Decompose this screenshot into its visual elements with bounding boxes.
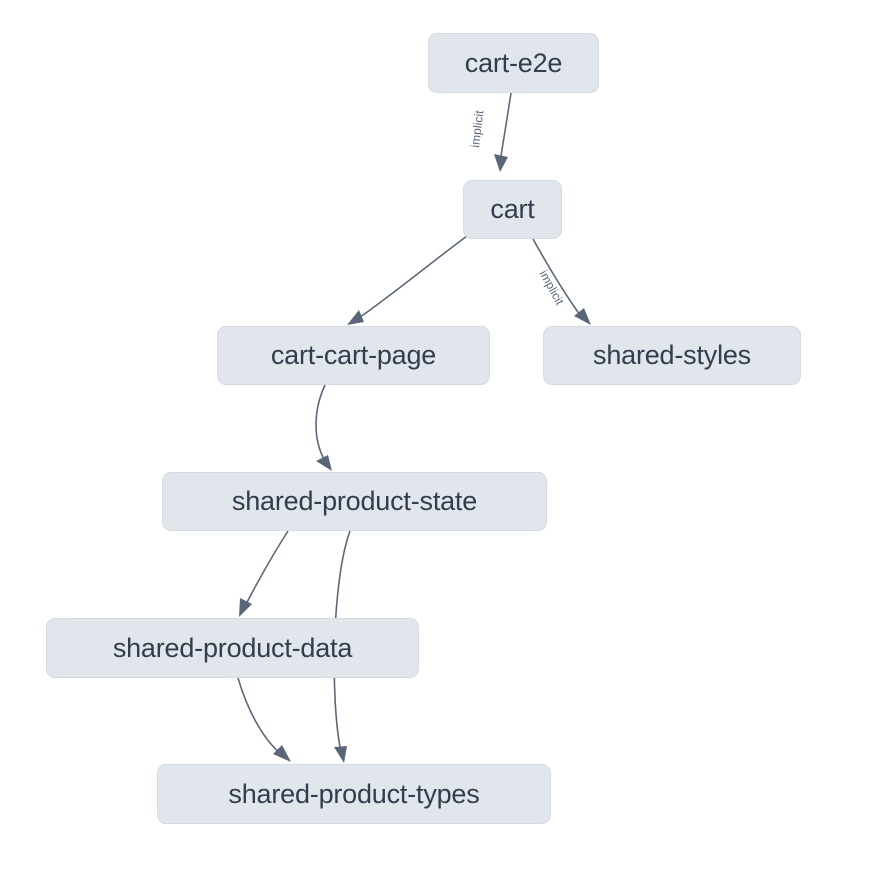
arrowhead-icon — [316, 455, 332, 471]
edge-cart-e2e-to-cart: implicit — [468, 92, 512, 172]
arrowhead-icon — [334, 746, 347, 763]
node-label: cart-cart-page — [270, 340, 437, 370]
node-label: shared-styles — [593, 340, 751, 370]
node-label: shared-product-data — [112, 632, 353, 663]
node-cart[interactable]: cart — [463, 180, 562, 239]
edge-shared-product-data-to-shared-product-types — [237, 677, 291, 762]
node-label: shared-product-types — [228, 778, 480, 809]
node-cart-e2e[interactable]: cart-e2e — [428, 33, 599, 93]
edge-cart-to-shared-styles: implicit — [532, 238, 591, 325]
arrowhead-icon — [347, 310, 364, 325]
node-shared-product-types[interactable]: shared-product-types — [157, 764, 551, 824]
edge-cart-to-cart-cart-page — [347, 235, 468, 325]
edge-cart-cart-page-to-shared-product-state — [315, 384, 332, 471]
node-shared-product-state[interactable]: shared-product-state — [162, 472, 547, 531]
node-shared-styles[interactable]: shared-styles — [543, 326, 801, 385]
arrowhead-icon — [574, 308, 591, 325]
node-shared-product-data[interactable]: shared-product-data — [46, 618, 419, 678]
edge-path — [244, 530, 289, 607]
node-label: shared-product-state — [231, 486, 478, 516]
edge-path — [532, 238, 581, 316]
edge-path — [359, 235, 468, 318]
arrowhead-icon — [494, 154, 508, 172]
edge-label-implicit-cart: implicit — [468, 109, 487, 148]
edge-path — [315, 384, 326, 462]
node-label: cart-e2e — [464, 47, 563, 78]
arrowhead-icon — [239, 598, 252, 617]
edge-path — [237, 677, 282, 755]
node-cart-cart-page[interactable]: cart-cart-page — [217, 326, 490, 385]
node-label: cart — [490, 194, 535, 224]
edge-shared-product-state-to-shared-product-data — [239, 530, 289, 617]
edge-label-implicit-styles: implicit — [537, 268, 568, 308]
arrowhead-icon — [273, 745, 291, 762]
edge-path — [500, 92, 512, 157]
